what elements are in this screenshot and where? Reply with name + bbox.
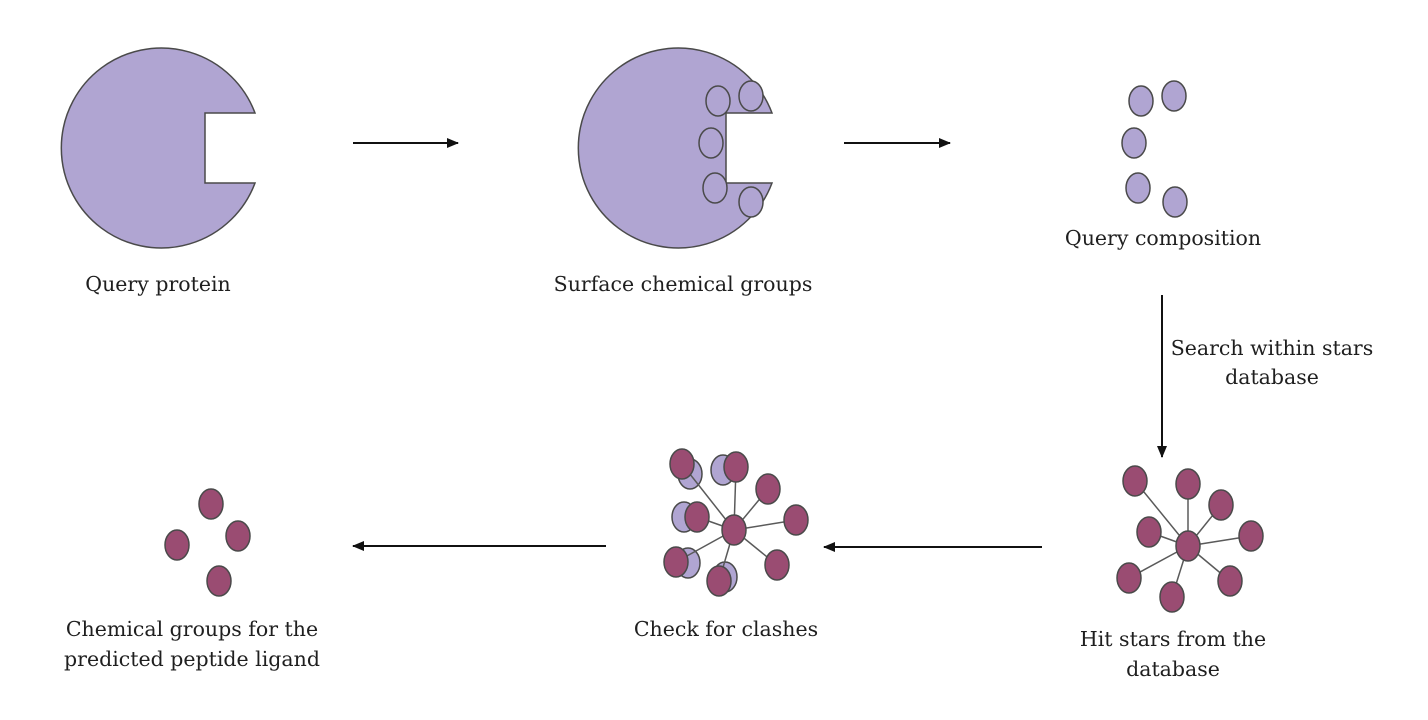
clash-star-center-ellipse: [721, 514, 747, 546]
ligand-groups-shape: [164, 488, 251, 597]
label-query-protein: Query protein: [85, 272, 230, 296]
hit-stars-shape: [1116, 465, 1264, 613]
clash-star-node-ellipse: [755, 473, 781, 505]
clash-star-node-ellipse: [684, 501, 710, 533]
surface-group-ellipse: [738, 80, 764, 112]
label-hit-stars-line2: database: [1126, 657, 1220, 681]
label-check-clashes: Check for clashes: [634, 617, 818, 641]
star-center-ellipse: [1175, 530, 1201, 562]
surface-group-ellipse: [705, 85, 731, 117]
label-search-line2: database: [1225, 365, 1319, 389]
query-protein-shape: [60, 47, 257, 249]
star-node-ellipse: [1116, 562, 1142, 594]
composition-group-ellipse: [1128, 85, 1154, 117]
star-node-ellipse: [1217, 565, 1243, 597]
clash-star-node-ellipse: [783, 504, 809, 536]
star-node-ellipse: [1122, 465, 1148, 497]
query-composition-shape: [1121, 80, 1188, 218]
ligand-group-ellipse: [225, 520, 251, 552]
clash-star-node-ellipse: [706, 565, 732, 597]
clash-star-node-ellipse: [669, 448, 695, 480]
star-node-ellipse: [1238, 520, 1264, 552]
surface-groups-shape: [577, 47, 774, 249]
clash-star-node-ellipse: [764, 549, 790, 581]
label-hit-stars-line1: Hit stars from the: [1080, 627, 1266, 651]
clash-star-node-ellipse: [663, 546, 689, 578]
clash-check-shape: [663, 448, 809, 597]
surface-group-ellipse: [702, 172, 728, 204]
star-node-ellipse: [1136, 516, 1162, 548]
composition-group-ellipse: [1161, 80, 1187, 112]
ligand-group-ellipse: [164, 529, 190, 561]
ligand-group-ellipse: [206, 565, 232, 597]
star-node-ellipse: [1175, 468, 1201, 500]
label-surface-groups: Surface chemical groups: [554, 272, 813, 296]
composition-group-ellipse: [1162, 186, 1188, 218]
label-query-composition: Query composition: [1065, 226, 1261, 250]
label-chem-groups-line2: predicted peptide ligand: [64, 647, 320, 671]
clash-star-node-ellipse: [723, 451, 749, 483]
label-search-line1: Search within stars: [1171, 336, 1374, 360]
ligand-group-ellipse: [198, 488, 224, 520]
star-node-ellipse: [1159, 581, 1185, 613]
label-chem-groups-line1: Chemical groups for the: [66, 617, 318, 641]
surface-group-ellipse: [738, 186, 764, 218]
composition-group-ellipse: [1121, 127, 1147, 159]
surface-group-ellipse: [698, 127, 724, 159]
composition-group-ellipse: [1125, 172, 1151, 204]
star-node-ellipse: [1208, 489, 1234, 521]
